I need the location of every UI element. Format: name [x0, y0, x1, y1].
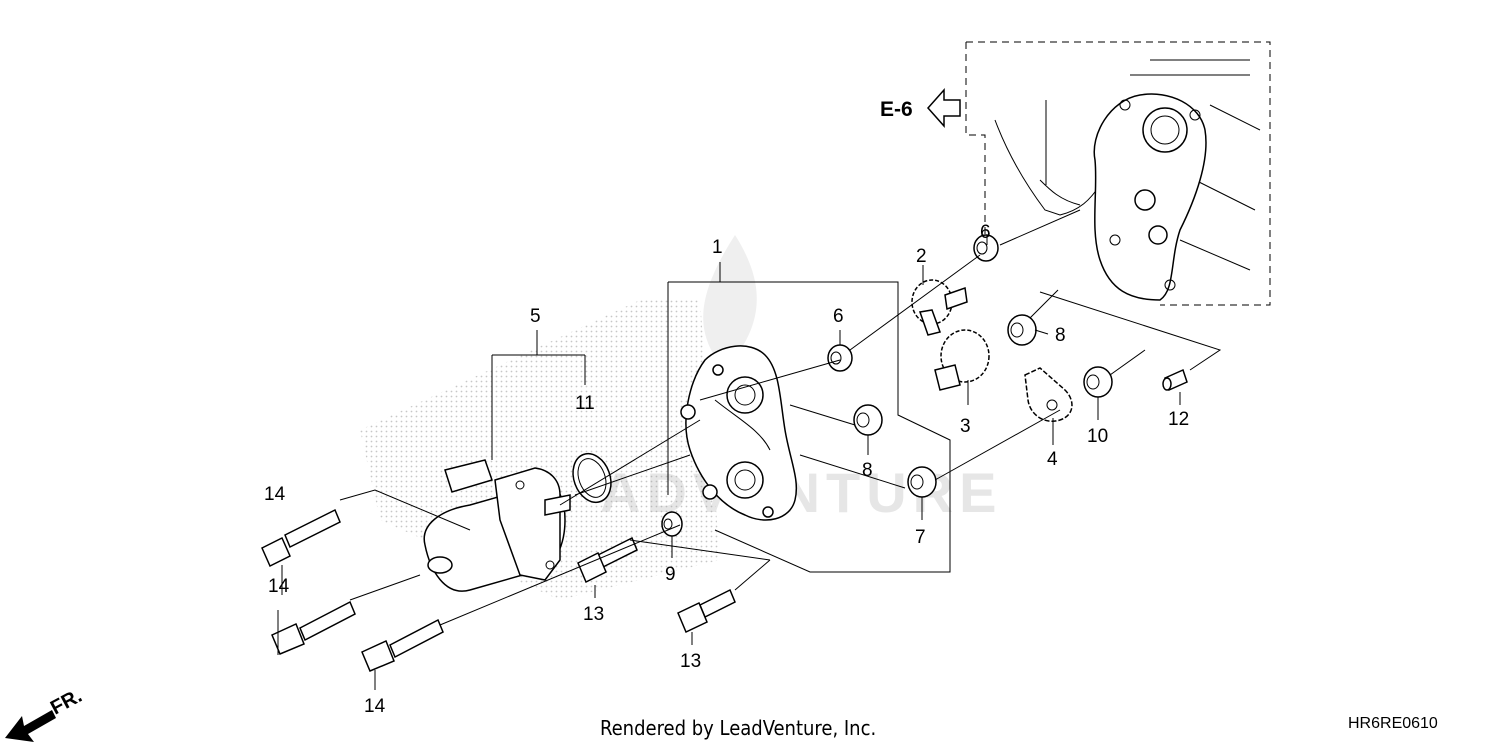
bolt-13-a: [577, 536, 638, 584]
callout-14a: 14: [264, 484, 286, 505]
callout-13b: 13: [680, 651, 701, 672]
shift-arm: [1024, 367, 1073, 422]
callout-14b: 14: [268, 576, 290, 597]
bolt-13-b: [677, 588, 736, 634]
callout-12: 12: [1168, 409, 1189, 430]
callout-5: 5: [530, 306, 541, 327]
leader-lines: [277, 209, 1222, 690]
callout-10: 10: [1087, 426, 1108, 447]
gear-2: [911, 279, 968, 336]
callout-8a: 8: [1055, 325, 1066, 346]
bearing-6-a: [827, 344, 853, 372]
bearing-8-b: [853, 404, 883, 436]
dowel-pin: [1162, 368, 1188, 392]
bearing-10: [1083, 366, 1113, 398]
callout-13a: 13: [583, 604, 604, 625]
bearing-7: [907, 466, 937, 498]
front-direction: FR.: [5, 685, 86, 742]
left-arrow-icon: [926, 88, 961, 128]
reference-arrow: E-6: [880, 88, 961, 128]
crankcase-reference: [965, 41, 1271, 306]
callout-9: 9: [665, 564, 676, 585]
bearing-6-b: [973, 234, 999, 262]
bolt-14-c: [361, 618, 444, 672]
callout-14c: 14: [364, 696, 386, 717]
callout-6b: 6: [980, 222, 991, 243]
callout-8b: 8: [862, 460, 873, 481]
washer-9: [661, 511, 683, 537]
front-arrow-icon: [5, 710, 56, 742]
bearing-8-a: [1007, 314, 1037, 346]
callouts: 1 2 3 4 5 6 6 7 8 8 9 10 11 12 13 13 14 …: [264, 222, 1189, 717]
callout-3: 3: [960, 416, 971, 437]
callout-1: 1: [712, 237, 723, 258]
callout-11: 11: [575, 393, 595, 414]
callout-4: 4: [1047, 449, 1058, 470]
callout-7: 7: [915, 527, 926, 548]
callout-2: 2: [916, 246, 927, 267]
rendered-by-credit: Rendered by LeadVenture, Inc.: [600, 716, 877, 740]
diagram-code: HR6RE0610: [1348, 715, 1438, 732]
callout-6a: 6: [833, 306, 844, 327]
bolt-14-a: [261, 508, 341, 568]
shift-cover: [680, 345, 798, 521]
bracket-part-1: [667, 262, 951, 573]
shift-motor: [423, 459, 571, 592]
o-ring: [572, 452, 612, 504]
bracket-part-5: [491, 330, 586, 460]
bolt-14-b: [271, 600, 356, 655]
gear-3: [934, 329, 990, 391]
reference-label: E-6: [880, 98, 913, 121]
